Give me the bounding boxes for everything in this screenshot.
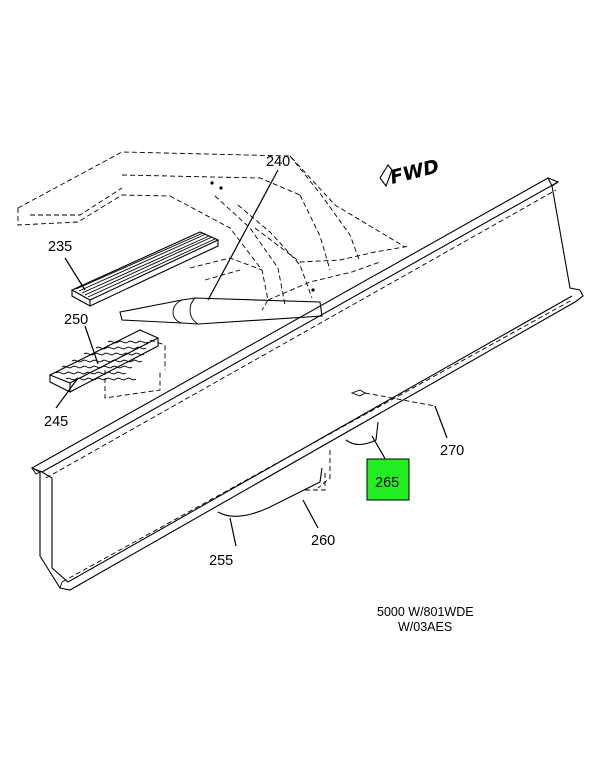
callout-265-highlight bbox=[366, 458, 410, 501]
step-rail-channel bbox=[30, 177, 584, 591]
callout-260: 260 bbox=[311, 533, 335, 549]
step-tread-235 bbox=[70, 231, 220, 307]
fwd-arrow: FWD bbox=[379, 155, 442, 189]
callout-labels: 240 235 250 245 270 265 255 260 bbox=[44, 154, 464, 569]
step-bracket-housing bbox=[17, 151, 411, 399]
step-tread-250 bbox=[48, 329, 160, 393]
callout-270: 270 bbox=[440, 443, 464, 459]
hardware-255-265 bbox=[217, 389, 436, 517]
rod-240 bbox=[119, 297, 323, 325]
note-line-1: 5000 W/801WDE bbox=[377, 605, 474, 619]
callout-245: 245 bbox=[44, 414, 68, 430]
fwd-label: FWD bbox=[388, 155, 442, 188]
callout-250: 250 bbox=[64, 312, 88, 328]
callout-240: 240 bbox=[266, 154, 290, 170]
model-notes: 5000 W/801WDE W/03AES bbox=[377, 605, 474, 634]
leader-lines bbox=[55, 169, 448, 547]
note-line-2: W/03AES bbox=[398, 620, 452, 634]
callout-265: 265 bbox=[375, 475, 399, 491]
callout-235: 235 bbox=[48, 239, 72, 255]
callout-255: 255 bbox=[209, 553, 233, 569]
